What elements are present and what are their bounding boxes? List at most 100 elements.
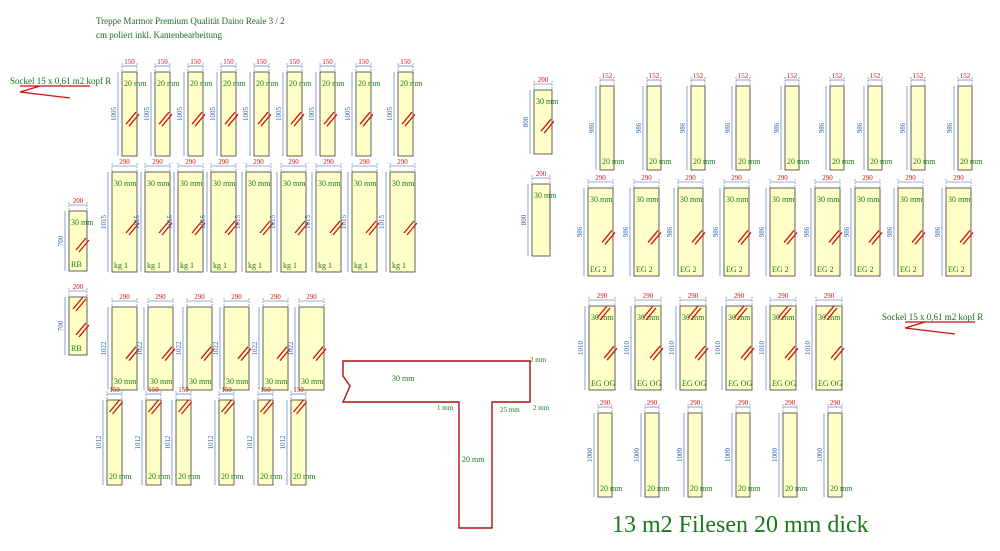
width-dimension-label: 290 <box>397 158 408 166</box>
cut-mark <box>733 305 745 319</box>
width-dimension-label: 290 <box>690 399 701 407</box>
stone-panel <box>897 187 924 277</box>
thickness-label: 30 mm <box>772 195 795 204</box>
width-dimension-label: 152 <box>649 72 660 80</box>
sockel-note-right: Sockel 15 x 0,61 m2 kopf R <box>882 312 984 322</box>
width-dimension-label: 152 <box>738 72 749 80</box>
piece-tag-label: kg 1 <box>213 261 227 270</box>
piece-tag-label: kg 1 <box>114 261 128 270</box>
stone-panel <box>769 187 796 277</box>
cut-mark <box>368 222 380 236</box>
height-dimension-label: 1012 <box>95 435 103 450</box>
cut-mark <box>128 113 140 127</box>
height-dimension-label: 1000 <box>586 448 594 463</box>
cut-mark <box>833 347 845 361</box>
height-dimension-label: 986 <box>635 122 643 133</box>
cut-mark <box>191 111 203 125</box>
piece-tag-label: EG 2 <box>900 265 917 274</box>
cut-mark <box>161 222 173 236</box>
cut-mark <box>293 399 304 413</box>
cut-mark <box>263 401 274 415</box>
stone-panel <box>286 71 303 157</box>
cut-mark <box>359 111 371 125</box>
stone-panel <box>154 71 171 157</box>
cut-mark <box>777 305 789 319</box>
width-dimension-label: 290 <box>643 292 654 300</box>
cut-mark <box>784 345 796 359</box>
height-dimension-label: 800 <box>522 116 530 127</box>
piece-tag-label: EG OG <box>682 379 706 388</box>
cut-mark <box>276 346 288 360</box>
height-dimension-label: 1015 <box>378 215 386 230</box>
cut-mark <box>959 229 971 243</box>
stone-panel <box>687 412 703 498</box>
stone-panel <box>257 399 274 486</box>
stone-panel <box>735 412 751 498</box>
width-dimension-label: 290 <box>194 293 205 301</box>
height-dimension-label: 986 <box>934 226 942 237</box>
piece-tag-label: kg 1 <box>147 261 161 270</box>
width-dimension-label: 200 <box>73 197 84 205</box>
width-dimension-label: 152 <box>602 72 613 80</box>
width-dimension-label: 152 <box>960 72 971 80</box>
width-dimension-label: 150 <box>148 386 159 394</box>
stone-panel <box>223 306 250 391</box>
stone-panel <box>677 187 704 277</box>
stone-panel <box>144 171 171 273</box>
width-dimension-label: 290 <box>218 158 229 166</box>
thickness-label: 20 mm <box>647 484 670 493</box>
thickness-label: 20 mm <box>787 157 810 166</box>
height-dimension-label: 986 <box>818 122 826 133</box>
height-dimension-label: 1012 <box>279 435 287 450</box>
height-dimension-label: 986 <box>622 226 630 237</box>
height-dimension-label: 1005 <box>386 107 394 122</box>
cut-mark <box>128 222 140 236</box>
thickness-label: 20 mm <box>690 484 713 493</box>
piece-tag-label: EG 2 <box>590 265 607 274</box>
thickness-label: 30 mm <box>680 195 703 204</box>
thickness-label: 30 mm <box>71 218 94 227</box>
thickness-label: 30 mm <box>900 195 923 204</box>
width-dimension-label: 200 <box>73 283 84 291</box>
header-line-1: Treppe Marmor Premium Qualität Daino Rea… <box>96 16 285 26</box>
height-dimension-label: 1022 <box>175 341 183 356</box>
stone-panel <box>867 85 883 171</box>
width-dimension-label: 290 <box>152 158 163 166</box>
height-dimension-label: 986 <box>588 122 596 133</box>
cut-mark <box>868 229 880 243</box>
stone-panel <box>145 399 162 486</box>
thickness-label: 30 mm <box>150 377 173 386</box>
stone-panel <box>854 187 881 277</box>
stone-panel <box>147 306 174 391</box>
cut-mark <box>151 401 162 415</box>
thickness-label: 30 mm <box>283 179 306 188</box>
width-dimension-label: 290 <box>905 174 916 182</box>
piece-tag-label: RB <box>71 344 82 353</box>
thickness-label: 30 mm <box>114 377 137 386</box>
height-dimension-label: 1015 <box>234 215 242 230</box>
stone-panel <box>784 85 800 171</box>
width-dimension-label: 290 <box>685 174 696 182</box>
piece-tag-label: kg 1 <box>392 261 406 270</box>
height-dimension-label: 700 <box>57 320 65 331</box>
cut-mark <box>740 345 752 359</box>
cut-mark <box>694 345 706 359</box>
piece-tag-label: kg 1 <box>354 261 368 270</box>
piece-tag-label: RB <box>71 260 82 269</box>
height-dimension-label: 1015 <box>340 215 348 230</box>
cut-mark <box>830 345 842 359</box>
stone-panel <box>910 85 926 171</box>
piece-tag-label: EG OG <box>728 379 752 388</box>
cut-mark <box>687 305 699 319</box>
cut-mark <box>691 229 703 243</box>
width-dimension-label: 150 <box>178 386 189 394</box>
stone-panel <box>355 71 372 157</box>
height-dimension-label: 1005 <box>110 107 118 122</box>
thickness-label: 30 mm <box>817 195 840 204</box>
stone-panel <box>290 399 307 486</box>
cut-mark <box>326 113 338 127</box>
thickness-label: 20 mm <box>124 79 147 88</box>
cut-mark <box>736 307 748 321</box>
stone-panel <box>735 85 751 171</box>
cut-mark <box>259 220 271 234</box>
